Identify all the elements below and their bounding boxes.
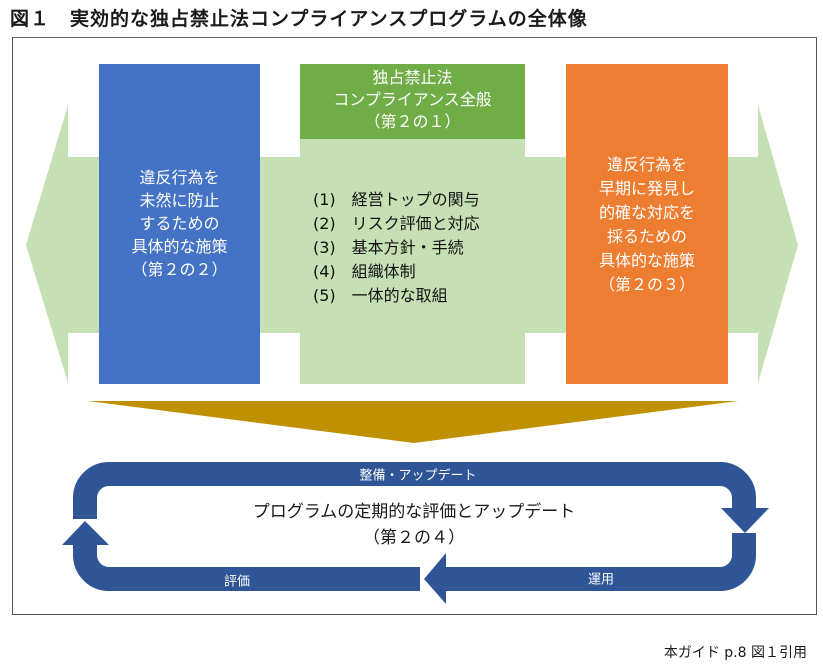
diagram-frame: [12, 37, 817, 615]
cycle-label-right: 運用: [587, 572, 615, 588]
header-line: コンプライアンス全般: [333, 90, 492, 109]
arrowhead-up-icon: [62, 521, 109, 545]
right-box-line: 採るための: [606, 227, 687, 246]
cycle-label-top: 整備・アップデート: [359, 468, 477, 484]
arrowhead-left-icon: [424, 553, 446, 604]
left-box-line: 違反行為を: [139, 168, 220, 187]
left-box-text: 違反行為を 未然に防止 するための 具体的な施策 （第２の２）: [99, 166, 260, 281]
center-item-list: (1) 経営トップの関与 (2) リスク評価と対応 (3) 基本方針・手続 (4…: [313, 188, 480, 308]
down-funnel-arrow: [88, 401, 738, 443]
left-box-line: 未然に防止: [139, 191, 220, 210]
right-box-line: 違反行為を: [606, 155, 687, 174]
list-item: (4) 組織体制: [313, 262, 416, 281]
right-box-line: 早期に発見し: [598, 179, 695, 198]
list-item: (3) 基本方針・手続: [313, 238, 464, 257]
right-box-text: 違反行為を 早期に発見し 的確な対応を 採るための 具体的な施策 （第２の３）: [566, 153, 728, 297]
left-box-line: （第２の２）: [131, 260, 228, 279]
left-box-line: するための: [139, 214, 220, 233]
list-item: (1) 経営トップの関与: [313, 190, 480, 209]
right-box-line: 具体的な施策: [598, 251, 695, 270]
list-item: (5) 一体的な取組: [313, 286, 448, 305]
header-line: 独占禁止法: [372, 68, 453, 87]
header-line: （第２の１）: [364, 112, 461, 131]
cycle-center-line: プログラムの定期的な評価とアップデート: [252, 502, 576, 522]
cycle-arrow-right: [445, 533, 756, 591]
list-item: (2) リスク評価と対応: [313, 214, 480, 233]
left-box-line: 具体的な施策: [131, 237, 228, 256]
right-box: [566, 64, 728, 384]
left-box: [99, 64, 260, 384]
arrowhead-down-icon: [721, 508, 769, 533]
right-box-line: （第２の３）: [598, 275, 695, 294]
center-box-header: [300, 64, 525, 139]
cycle-arrow-left: [73, 544, 420, 591]
cycle-center-line: （第２の４）: [363, 528, 465, 548]
figure-title: 図１ 実効的な独占禁止法コンプライアンスプログラムの全体像: [10, 8, 588, 30]
cycle-arrow-top: [73, 462, 756, 519]
right-box-line: 的確な対応を: [598, 203, 695, 222]
cycle-center-text: プログラムの定期的な評価とアップデート （第２の４）: [253, 499, 576, 551]
cycle-label-left: 評価: [223, 574, 251, 590]
center-box-header-text: 独占禁止法 コンプライアンス全般 （第２の１）: [300, 67, 525, 133]
source-caption: 本ガイド p.8 図１引用: [663, 645, 807, 661]
